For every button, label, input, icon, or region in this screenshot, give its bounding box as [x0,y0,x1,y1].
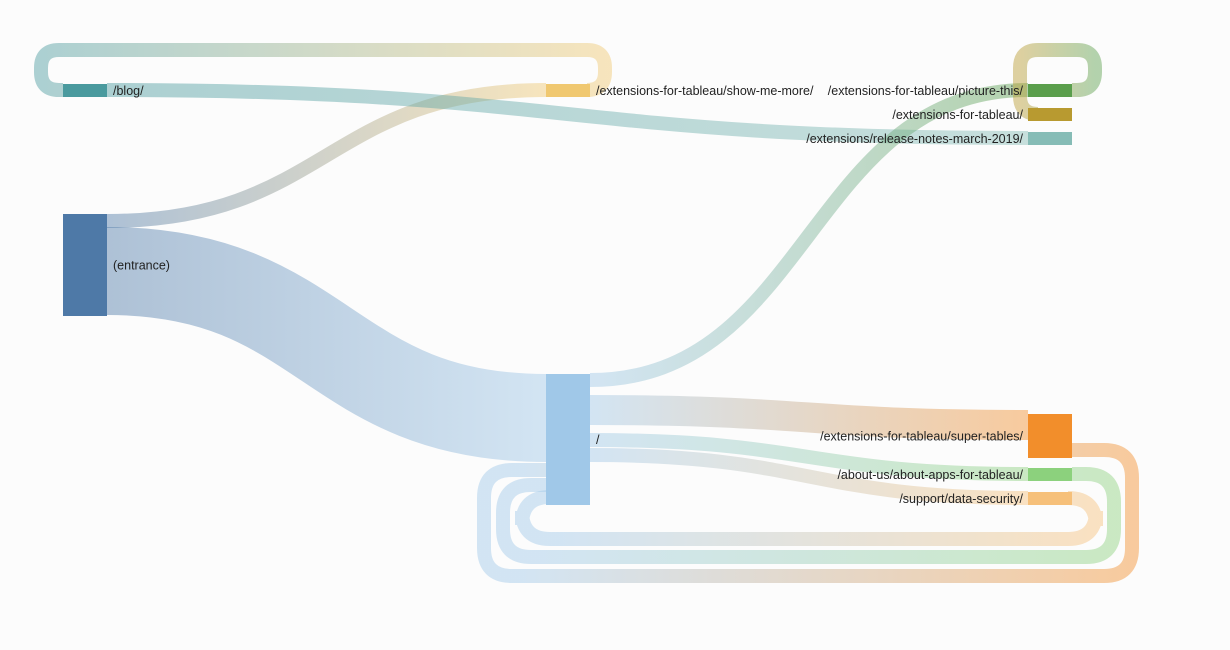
node-label-show-me-more: /extensions-for-tableau/show-me-more/ [596,84,814,98]
node-label-entrance: (entrance) [113,258,170,272]
link-show-me-more-to-blog [34,43,612,97]
node-ext-tableau [1028,108,1072,121]
node-label-ext-tableau: /extensions-for-tableau/ [892,108,1023,122]
node-about-apps [1028,468,1072,481]
link-home-to-super-tables [589,395,1029,440]
link-home-to-data-security [589,448,1029,505]
node-label-about-apps: /about-us/about-apps-for-tableau/ [837,468,1023,482]
node-label-blog: /blog/ [113,84,144,98]
link-about-apps-to-home [496,467,1121,564]
node-label-home: / [596,433,600,447]
links-layer [34,43,1139,583]
link-home-to-picture-this [589,83,1029,387]
node-super-tables [1028,414,1072,458]
link-picture-this-to-ext-tableau [1013,43,1102,121]
node-data-security [1028,492,1072,505]
node-label-super-tables: /extensions-for-tableau/super-tables/ [820,429,1023,443]
link-data-security-to-home [515,490,1103,546]
labels-layer: /blog/ (entrance) /extensions-for-tableau/… [113,84,1024,506]
link-blog-to-release-notes [106,83,1029,145]
link-super-tables-to-home [477,443,1139,583]
node-release-notes [1028,132,1072,145]
node-label-data-security: /support/data-security/ [899,492,1023,506]
node-blog [63,84,107,97]
link-home-to-about-apps [589,433,1029,481]
link-entrance-to-show-me-more [106,83,547,228]
node-entrance [63,214,107,316]
link-entrance-to-home [106,227,547,462]
node-home [546,374,590,505]
nodes-layer [63,84,1072,505]
node-picture-this [1028,84,1072,97]
node-label-picture-this: /extensions-for-tableau/picture-this/ [828,84,1024,98]
node-label-release-notes: /extensions/release-notes-march-2019/ [806,132,1023,146]
node-show-me-more [546,84,590,97]
